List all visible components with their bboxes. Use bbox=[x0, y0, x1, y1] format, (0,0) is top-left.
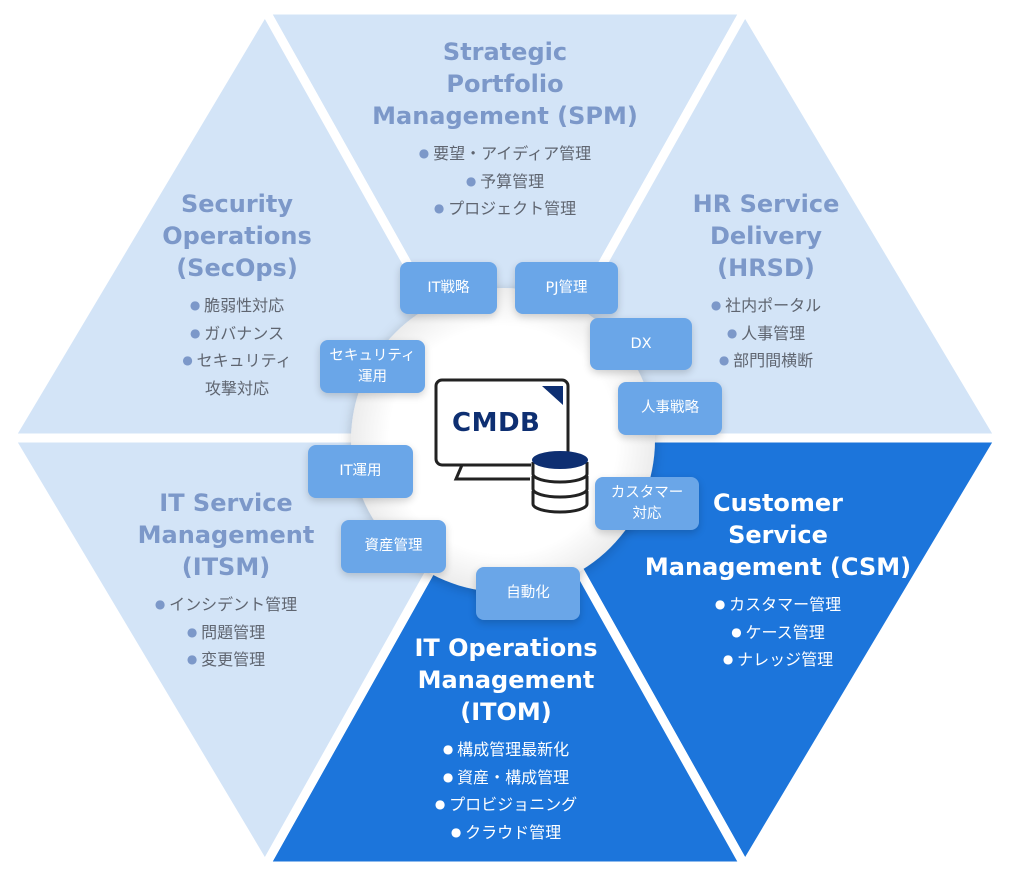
chip-it-operations: IT運用 bbox=[308, 445, 413, 498]
title-line: Service bbox=[728, 521, 828, 549]
title-line: Customer bbox=[712, 489, 844, 517]
chip-label: IT戦略 bbox=[427, 279, 470, 296]
bullet-item: セキュリティ bbox=[162, 347, 311, 375]
bullet-item: 脆弱性対応 bbox=[162, 292, 311, 320]
bullet-item-continuation: 攻撃対応 bbox=[204, 378, 270, 398]
title-line: HR Service bbox=[692, 190, 840, 218]
title-line: Operations bbox=[162, 222, 312, 250]
chip-label: 運用 bbox=[358, 368, 387, 385]
chip-label: PJ管理 bbox=[545, 279, 588, 296]
chip-automation: 自動化 bbox=[476, 567, 580, 620]
title-line: (ITSM) bbox=[181, 553, 271, 581]
chip-security-operations: セキュリティ運用 bbox=[320, 340, 425, 393]
title-line: Management bbox=[417, 666, 595, 694]
title-line: (HRSD) bbox=[717, 254, 815, 282]
title-line: (ITOM) bbox=[460, 698, 552, 726]
bullet-item: 部門間横断 bbox=[693, 347, 840, 375]
bullet-item: 社内ポータル bbox=[693, 292, 840, 320]
bullet-item: 予算管理 bbox=[372, 168, 638, 196]
chip-label: 自動化 bbox=[506, 585, 550, 601]
chip-label: 対応 bbox=[632, 505, 662, 522]
title-line: Management (CSM) bbox=[644, 553, 912, 581]
chip-label: 資産管理 bbox=[364, 538, 423, 554]
chip-it-strategy: IT戦略 bbox=[400, 262, 497, 314]
monitor-database-icon bbox=[434, 378, 589, 514]
chip-asset-management: 資産管理 bbox=[341, 520, 446, 573]
chip-label: カスタマー bbox=[610, 484, 684, 501]
title-line: Management (SPM) bbox=[372, 102, 638, 130]
bullet-item: 資産・構成管理 bbox=[414, 764, 597, 792]
bullet-item: ケース管理 bbox=[645, 619, 911, 647]
title-line: Security bbox=[180, 190, 294, 218]
chip-label: DX bbox=[630, 335, 652, 352]
bullet-item: ナレッジ管理 bbox=[645, 646, 911, 674]
title-line: Portfolio bbox=[446, 70, 564, 98]
chip-hr-strategy: 人事戦略 bbox=[618, 382, 722, 435]
cmdb-label: CMDB bbox=[452, 408, 541, 438]
chip-pj-management: PJ管理 bbox=[515, 262, 618, 314]
title-line: Management bbox=[137, 521, 315, 549]
title-line: (SecOps) bbox=[176, 254, 298, 282]
bullet-item: インシデント管理 bbox=[138, 591, 315, 619]
title-line: IT Service bbox=[159, 489, 293, 517]
bullet-item: 人事管理 bbox=[693, 320, 840, 348]
chip-dx: DX bbox=[590, 318, 692, 370]
bullet-item: クラウド管理 bbox=[414, 819, 597, 847]
bullet-item: 変更管理 bbox=[138, 646, 315, 674]
bullet-item: プロジェクト管理 bbox=[372, 195, 638, 223]
title-line: IT Operations bbox=[414, 634, 598, 662]
segment-secops-bg bbox=[2, 1, 513, 443]
chip-customer-support: カスタマー対応 bbox=[595, 477, 699, 530]
bullet-item: ガバナンス bbox=[162, 320, 311, 348]
chip-label: セキュリティ bbox=[329, 347, 416, 364]
chip-label: IT運用 bbox=[339, 463, 382, 479]
bullet-item: カスタマー管理 bbox=[645, 591, 911, 619]
bullet-item: プロビジョニング bbox=[414, 791, 597, 819]
bullet-item: 問題管理 bbox=[138, 619, 315, 647]
bullet-item: 要望・アイディア管理 bbox=[372, 140, 638, 168]
chip-label: 人事戦略 bbox=[641, 400, 699, 416]
title-line: Strategic bbox=[442, 38, 568, 66]
title-line: Delivery bbox=[709, 222, 823, 250]
bullet-item: 構成管理最新化 bbox=[414, 736, 597, 764]
